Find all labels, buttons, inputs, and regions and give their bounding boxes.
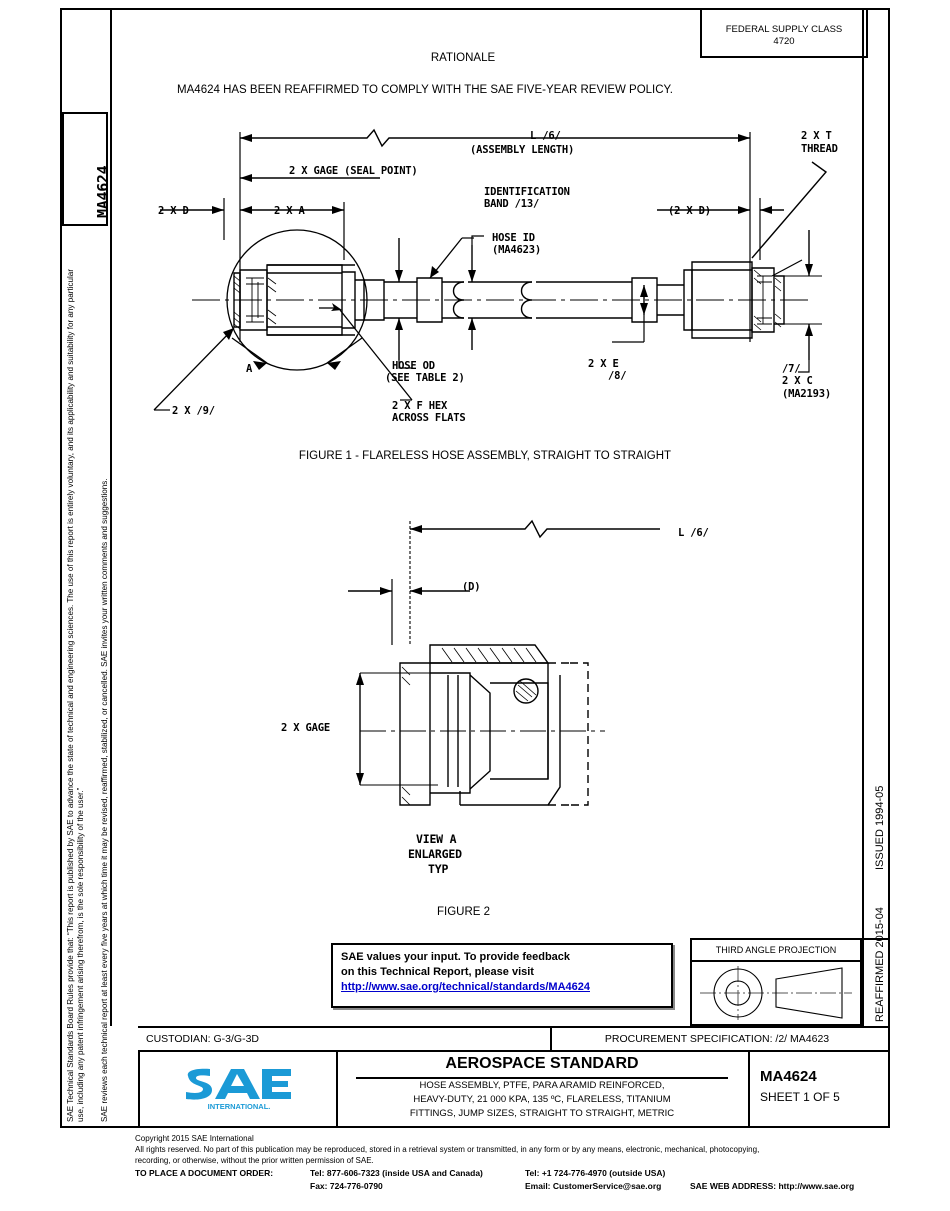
f1-view-a-mark: A xyxy=(246,363,253,375)
f1-note-7-label: /7/ xyxy=(782,363,801,375)
footer-rights-l2: recording, or otherwise, without the pri… xyxy=(135,1156,374,1165)
f2-two-x-gage-label: 2 X GAGE xyxy=(281,722,330,734)
federal-supply-class-box: FEDERAL SUPPLY CLASS 4720 xyxy=(700,8,868,58)
footer-tel-usa: Tel: 877-606-7323 (inside USA and Canada… xyxy=(310,1168,483,1178)
f1-thread-label: THREAD xyxy=(801,143,838,155)
feedback-box: SAE values your input. To provide feedba… xyxy=(331,943,673,1008)
f2-length-label: L /6/ xyxy=(678,527,709,539)
sae-board-rules-text: SAE Technical Standards Board Rules prov… xyxy=(66,268,85,1122)
sae-review-policy-text: SAE reviews each technical report at lea… xyxy=(100,478,109,1122)
right-column-divider xyxy=(862,8,864,1026)
standard-description-cell: AEROSPACE STANDARD HOSE ASSEMBLY, PTFE, … xyxy=(338,1052,750,1126)
procurement-text: PROCUREMENT SPECIFICATION: /2/ MA4623 xyxy=(604,1033,830,1045)
feedback-line1: SAE values your input. To provide feedba… xyxy=(341,951,571,963)
federal-supply-class-label: FEDERAL SUPPLY CLASS xyxy=(725,24,843,35)
f1-two-x-f-hex-l1: 2 X F HEX xyxy=(392,400,448,412)
rationale-heading: RATIONALE xyxy=(430,52,496,64)
f1-note-8-label: /8/ xyxy=(608,370,627,382)
projection-title-box: THIRD ANGLE PROJECTION xyxy=(690,938,862,960)
figure-1-drawing xyxy=(153,128,828,411)
f1-two-x-a-label: 2 X A xyxy=(274,205,305,217)
f1-two-x-d-left-label: 2 X D xyxy=(158,205,189,217)
doc-number-text: MA4624 xyxy=(760,1068,817,1085)
sae-logo: INTERNATIONAL. xyxy=(186,1068,291,1111)
title-block: INTERNATIONAL. AEROSPACE STANDARD HOSE A… xyxy=(138,1050,890,1128)
feedback-url-link[interactable]: http://www.sae.org/technical/standards/M… xyxy=(341,981,590,993)
description-l2: HEAVY-DUTY, 21 000 KPA, 135 ºC, FLARELES… xyxy=(413,1094,671,1105)
rationale-text: MA4624 HAS BEEN REAFFIRMED TO COMPLY WIT… xyxy=(177,84,673,96)
f1-hose-od-l1: HOSE OD xyxy=(392,360,435,372)
third-angle-projection-symbol xyxy=(700,966,852,1020)
footer-web: SAE WEB ADDRESS: http://www.sae.org xyxy=(690,1181,855,1191)
figure-2-drawing xyxy=(348,519,660,806)
f1-identification-band-l2: BAND /13/ xyxy=(484,198,540,210)
f2-d-paren-label: (D) xyxy=(462,581,481,593)
projection-symbol-box xyxy=(690,960,862,1026)
f1-two-x-d-right-label: (2 X D) xyxy=(668,205,711,217)
f1-two-x-f-hex-l2: ACROSS FLATS xyxy=(392,412,466,424)
footer-fax: Fax: 724-776-0790 xyxy=(310,1181,383,1191)
custodian-cell: CUSTODIAN: G-3/G-3D xyxy=(138,1026,552,1050)
issued-date: ISSUED 1994-05 xyxy=(874,785,886,870)
issued-date-wrap: REAFFIRMED 2015-04 xyxy=(874,907,886,1022)
footer-email: Email: CustomerService@sae.org xyxy=(525,1181,662,1191)
custodian-text: CUSTODIAN: G-3/G-3D xyxy=(146,1033,259,1045)
sae-logo-cell: INTERNATIONAL. xyxy=(140,1052,338,1126)
f2-typ-label: TYP xyxy=(428,862,449,876)
f2-view-a-label: VIEW A xyxy=(416,832,457,846)
federal-supply-class-value: 4720 xyxy=(773,36,795,47)
f1-gage-seal-point-label: 2 X GAGE (SEAL POINT) xyxy=(289,165,418,177)
f1-length-label: L /6/ xyxy=(530,130,561,142)
feedback-line2: on this Technical Report, please visit xyxy=(341,966,534,978)
footer-rights-l1: All rights reserved. No part of this pub… xyxy=(135,1145,760,1154)
procurement-cell: PROCUREMENT SPECIFICATION: /2/ MA4623 xyxy=(552,1026,888,1050)
footer-tel-intl: Tel: +1 724-776-4970 (outside USA) xyxy=(525,1168,666,1178)
f1-two-x-e-label: 2 X E xyxy=(588,358,619,370)
f1-two-x-note9-label: 2 X /9/ xyxy=(172,405,215,417)
title-divider xyxy=(356,1077,728,1079)
description-l3: FITTINGS, JUMP SIZES, STRAIGHT TO STRAIG… xyxy=(409,1108,675,1119)
sae-logo-sub: INTERNATIONAL. xyxy=(208,1102,271,1111)
footer-order-label: TO PLACE A DOCUMENT ORDER: xyxy=(135,1168,274,1178)
description-l1: HOSE ASSEMBLY, PTFE, PARA ARAMID REINFOR… xyxy=(419,1080,665,1091)
footer-copyright: Copyright 2015 SAE International xyxy=(135,1134,254,1143)
f1-identification-band-l1: IDENTIFICATION xyxy=(484,186,570,198)
sheet-text: SHEET 1 OF 5 xyxy=(760,1090,840,1104)
doc-number-side-box: MA4624 xyxy=(62,112,112,226)
f1-two-x-c-label: 2 X C xyxy=(782,375,813,387)
figure-1-caption: FIGURE 1 - FLARELESS HOSE ASSEMBLY, STRA… xyxy=(298,450,672,462)
f1-ma2193-label: (MA2193) xyxy=(782,388,831,400)
f1-hose-id-l1: HOSE ID xyxy=(492,232,535,244)
f1-hose-od-l2: (SEE TABLE 2) xyxy=(385,372,465,384)
left-column-divider xyxy=(110,8,112,1026)
figure-2-caption: FIGURE 2 xyxy=(437,906,491,918)
projection-title: THIRD ANGLE PROJECTION xyxy=(715,945,837,955)
doc-number-cell: MA4624 SHEET 1 OF 5 xyxy=(750,1052,890,1126)
f1-assembly-length-label: (ASSEMBLY LENGTH) xyxy=(470,144,575,156)
f2-enlarged-label: ENLARGED xyxy=(408,847,462,861)
f1-hose-id-l2: (MA4623) xyxy=(492,244,541,256)
right-column-tick xyxy=(862,938,890,940)
f1-two-x-t-label: 2 X T xyxy=(801,130,832,142)
standard-type: AEROSPACE STANDARD xyxy=(445,1055,639,1072)
